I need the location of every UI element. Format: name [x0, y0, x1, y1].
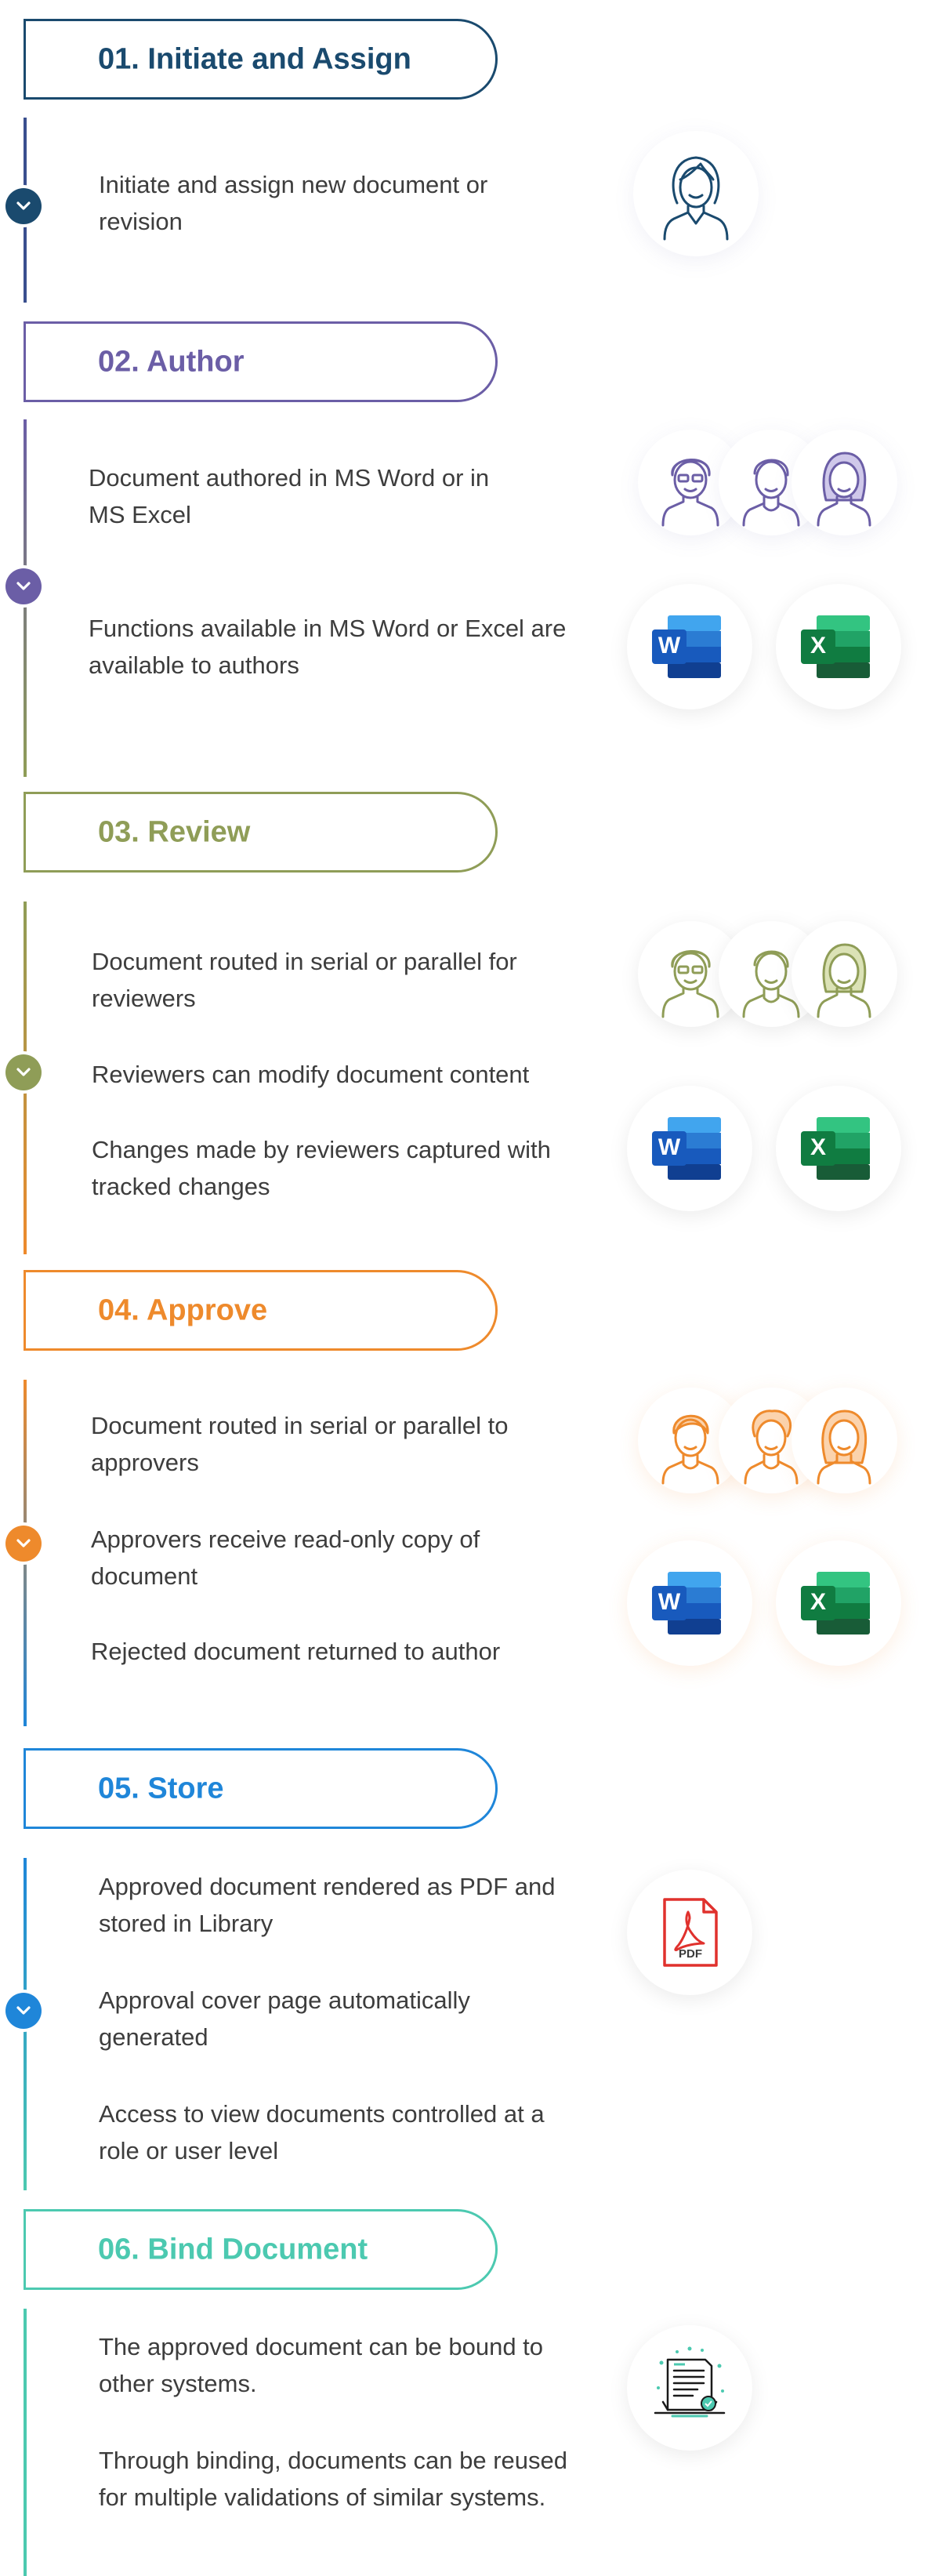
person-man-icon [661, 1414, 719, 1485]
step-5-title: 05. Store [98, 1772, 224, 1805]
timeline-line-6 [24, 2309, 27, 2576]
initiator-avatar [633, 131, 759, 256]
document-binding-icon [654, 2346, 726, 2418]
excel-icon [801, 615, 870, 678]
step-4-title: 04. Approve [98, 1293, 268, 1326]
step-1-header: 01. Initiate and Assign [24, 19, 498, 100]
step-4-header: 04. Approve [24, 1270, 498, 1351]
excel-letter: X [810, 1589, 826, 1615]
excel-icon-circle-3: X [776, 1540, 901, 1666]
step-6-item-1: The approved document can be bound to ot… [99, 2333, 544, 2397]
step-6-title: 06. Bind Document [98, 2233, 368, 2266]
step-4-item-2: Approvers receive read-only copy of docu… [91, 1526, 480, 1590]
person-woman-icon [817, 452, 871, 527]
step-4-item-1: Document routed in serial or parallel to… [91, 1412, 509, 1476]
step-2-header: 02. Author [24, 321, 498, 402]
chevron-down-icon [16, 201, 31, 210]
person-man-icon [742, 950, 800, 1018]
step-5-item-1: Approved document rendered as PDF and st… [99, 1873, 556, 1937]
step-3-header: 03. Review [24, 792, 498, 873]
reviewer-avatar-3 [792, 921, 897, 1027]
pdf-file-icon [663, 1898, 718, 1967]
word-icon [652, 615, 721, 678]
step-6-item-2: Through binding, documents can be reused… [99, 2447, 568, 2511]
excel-icon-circle-1: X [776, 584, 901, 709]
person-woman-icon [817, 1410, 871, 1485]
step-3-title: 03. Review [98, 815, 251, 848]
word-letter: W [657, 1589, 681, 1615]
chevron-down-icon [16, 2006, 31, 2015]
binding-icon-circle [627, 2325, 752, 2451]
chevron-down-icon [16, 582, 31, 590]
word-letter: W [657, 633, 681, 659]
pdf-icon-circle: PDF [627, 1870, 752, 1995]
person-man-icon [742, 459, 800, 527]
step-2-item-1: Document authored in MS Word or in MS Ex… [89, 464, 490, 528]
pdf-label: PDF [679, 1947, 702, 1961]
word-icon [652, 1117, 721, 1180]
excel-letter: X [810, 1134, 826, 1160]
word-icon [652, 1572, 721, 1634]
person-glasses-icon [661, 950, 719, 1018]
step-1-toggle[interactable] [5, 188, 42, 224]
person-woman-icon [663, 156, 729, 241]
word-icon-circle-2: W [627, 1086, 752, 1211]
approver-avatar-3 [792, 1388, 897, 1493]
step-2-toggle[interactable] [5, 568, 42, 604]
step-4-toggle[interactable] [5, 1526, 42, 1562]
step-3-toggle[interactable] [5, 1054, 42, 1090]
chevron-down-icon [16, 1068, 31, 1076]
step-2-item-2: Functions available in MS Word or Excel … [89, 615, 567, 679]
chevron-down-icon [16, 1539, 31, 1547]
step-2-title: 02. Author [98, 345, 245, 378]
step-3-item-1: Document routed in serial or parallel fo… [92, 948, 517, 1012]
person-woman-icon [817, 943, 871, 1018]
excel-icon [801, 1117, 870, 1180]
step-3-item-3: Changes made by reviewers captured with … [92, 1136, 551, 1200]
step-3-item-2: Reviewers can modify document content [92, 1061, 530, 1088]
step-6-header: 06. Bind Document [24, 2209, 498, 2290]
person-glasses-icon [661, 459, 719, 527]
excel-letter: X [810, 633, 826, 659]
author-avatar-3 [792, 430, 897, 535]
step-4-item-3: Rejected document returned to author [91, 1638, 501, 1665]
step-5-item-2: Approval cover page automatically genera… [99, 1986, 470, 2051]
excel-icon [801, 1572, 870, 1634]
person-woman-icon [744, 1410, 799, 1485]
word-icon-circle-3: W [627, 1540, 752, 1666]
step-1-title: 01. Initiate and Assign [98, 42, 411, 75]
word-icon-circle-1: W [627, 584, 752, 709]
step-5-toggle[interactable] [5, 1993, 42, 2029]
word-letter: W [657, 1134, 681, 1160]
step-5-item-3: Access to view documents controlled at a… [99, 2100, 545, 2164]
step-1-item-1: Initiate and assign new document or revi… [99, 171, 488, 235]
excel-icon-circle-2: X [776, 1086, 901, 1211]
step-5-header: 05. Store [24, 1748, 498, 1829]
